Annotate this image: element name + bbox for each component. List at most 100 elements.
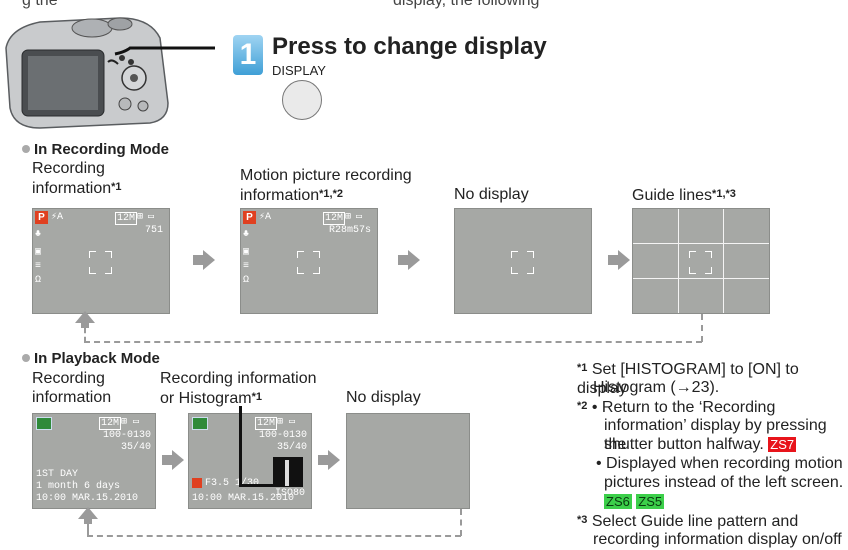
histogram-graph <box>273 457 303 487</box>
shots-remaining: 751 <box>145 225 164 236</box>
mode-icon <box>192 478 202 488</box>
quality-icon: ⊞ <box>137 212 144 223</box>
af-icon: ▣ <box>243 247 250 258</box>
file-number: 100-0130 <box>103 430 152 441</box>
histogram-callout-line <box>239 484 284 487</box>
image-count: 35/40 <box>121 442 152 453</box>
stabilizer-icon: Ω <box>243 275 250 286</box>
loop-line <box>84 341 702 343</box>
iso-value: ISO80 <box>275 488 306 499</box>
pb-item1-line1: Recording <box>32 370 105 387</box>
footnote-2c: shutter button halfway. ZS7 <box>604 435 797 454</box>
resolution-badge: 12M <box>115 212 138 225</box>
recording-mode-heading-text: In Recording Mode <box>34 141 169 158</box>
guide-line <box>723 209 724 313</box>
focus-mark <box>705 267 712 274</box>
mode-p-icon: P <box>243 211 256 224</box>
footnote-2-text-a: • Return to the ‘Recording <box>591 399 776 416</box>
footnote-2: *2 • Return to the ‘Recording <box>577 397 775 417</box>
focus-mark <box>689 267 696 274</box>
rec-item4-note: *1,*3 <box>712 188 736 200</box>
rec-item2-line1: Motion picture recording <box>240 167 412 184</box>
pb-screen-info: 12M ⊞ ▭ 100-0130 35/40 1ST DAY 1 month 6… <box>32 413 156 509</box>
bullet-icon <box>22 354 30 362</box>
focus-mark <box>527 251 534 258</box>
rec-screen-motion: P ⚡A ♣ ▣ ≡ Ω 12M ⊞ ▭ R28m57s <box>240 208 378 314</box>
footnote-2-badges: ZS6 ZS5 <box>604 492 665 511</box>
rec-item3-label: No display <box>454 186 529 203</box>
rec-item2-line2: information*1,*2 <box>240 185 343 205</box>
guide-line <box>633 243 769 244</box>
model-badge-zs7: ZS7 <box>768 437 797 452</box>
focus-mark <box>297 251 304 258</box>
arrow-right-icon <box>162 450 184 470</box>
image-count: 35/40 <box>277 442 308 453</box>
battery-icon: ▭ <box>289 417 296 428</box>
arrow-right-icon <box>398 250 420 270</box>
flash-icon: ⚡A <box>259 212 272 223</box>
intro-text-left: g the <box>22 0 58 9</box>
pb-screen-histogram: 12M ⊞ ▭ 100-0130 35/40 ISO80 F3.5 1/30 1… <box>188 413 312 509</box>
focus-mark <box>313 251 320 258</box>
af-icon: ▣ <box>35 247 42 258</box>
playback-icon <box>36 417 52 430</box>
intro-text-right: display, the following <box>393 0 540 9</box>
pb-item3-label: No display <box>346 389 421 406</box>
histogram-peak <box>285 460 289 486</box>
resolution-badge: 12M <box>99 417 122 430</box>
footnote-1b: Histogram (→23). <box>593 379 720 396</box>
focus-mark <box>105 267 112 274</box>
display-button[interactable] <box>282 80 322 120</box>
footnote-3-mark: *3 <box>577 514 588 526</box>
date-time: 10:00 MAR.15.2010 <box>192 493 295 504</box>
step-number-badge: 1 <box>233 35 263 75</box>
model-badge-zs6: ZS6 <box>604 494 632 509</box>
focus-mark <box>527 267 534 274</box>
flash-icon: ⚡A <box>51 212 64 223</box>
footnote-3b: recording information display on/off <box>593 531 842 548</box>
footnote-2-mark: *2 <box>577 400 588 412</box>
recording-mode-heading: In Recording Mode <box>22 141 169 158</box>
pb-item2-label: or Histogram <box>160 390 252 407</box>
pb-item1-line2: information <box>32 389 112 406</box>
pb-item2-note: *1 <box>251 391 262 403</box>
step-title: Press to change display <box>272 33 547 60</box>
quality-icon: ⊞ <box>345 212 352 223</box>
rec-screen-info: P ⚡A ♣ ▣ ≡ Ω 12M ⊞ ▭ 751 <box>32 208 170 314</box>
quality-icon: ⊞ <box>121 417 128 428</box>
display-button-caption: DISPLAY <box>272 63 326 78</box>
footnote-2b: information’ display by pressing the <box>604 417 827 453</box>
pb-item2-line2: or Histogram*1 <box>160 388 262 408</box>
loop-line <box>701 314 703 342</box>
loop-line <box>87 535 461 537</box>
arrow-right-icon <box>193 250 215 270</box>
arrow-up-icon <box>78 507 98 519</box>
age-text: 1 month 6 days <box>36 481 121 492</box>
arrow-up-stem <box>81 322 89 328</box>
footnote-1-mark: *1 <box>577 362 588 374</box>
pb-screen-no-display <box>346 413 470 509</box>
focus-mark <box>313 267 320 274</box>
loop-line <box>87 524 89 536</box>
playback-mode-heading: In Playback Mode <box>22 350 160 367</box>
loop-line <box>84 328 86 342</box>
footnote-2d: • Displayed when recording motion <box>596 455 843 472</box>
focus-mark <box>89 251 96 258</box>
focus-mark <box>689 251 696 258</box>
histogram-callout-line <box>239 406 242 486</box>
resolution-badge: 12M <box>255 417 278 430</box>
playback-mode-heading-text: In Playback Mode <box>34 350 160 367</box>
footnote-3-text-a: Select Guide line pattern and <box>591 513 799 530</box>
rec-item4-label: Guide lines*1,*3 <box>632 185 736 205</box>
rec-item2-label: information <box>240 187 320 204</box>
guide-line <box>633 278 769 279</box>
arrow-up-icon <box>75 311 95 323</box>
rec-item1-note: *1 <box>111 181 122 193</box>
camera-illustration <box>5 17 215 129</box>
rec-screen-guide-lines <box>632 208 770 314</box>
guide-line <box>678 209 679 313</box>
footnote-3: *3 Select Guide line pattern and <box>577 511 798 531</box>
bullet-icon <box>22 145 30 153</box>
resolution-badge: 12M <box>323 212 346 225</box>
battery-icon: ▭ <box>133 417 140 428</box>
